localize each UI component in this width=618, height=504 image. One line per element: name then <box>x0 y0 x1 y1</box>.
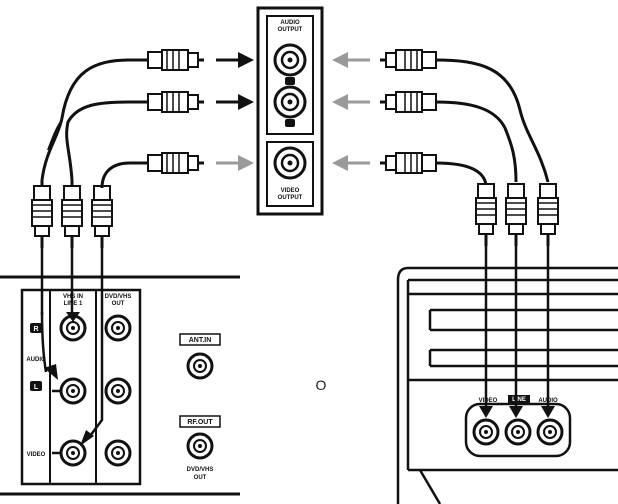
or-separator: O <box>316 377 327 393</box>
audio-output-label-line1: AUDIO <box>280 20 300 26</box>
r-label: R <box>33 326 38 333</box>
rf-out-jack <box>186 432 214 460</box>
tv-plug-audio-r <box>536 182 560 248</box>
dvd-vhs-out-label-line2: OUT <box>112 301 125 307</box>
tv-plug-audio-l <box>504 182 528 248</box>
vhs-in-label-line2: LINE 1 <box>64 301 83 307</box>
audio-l-marker <box>285 119 295 127</box>
l-marker <box>30 381 42 391</box>
left-cable-set <box>40 58 131 189</box>
video-output-jack <box>273 146 307 180</box>
left-arrows <box>216 52 254 171</box>
left-audio-l-plug <box>146 90 206 114</box>
output-panel: AUDIO OUTPUT VIDEO OUTPUT <box>256 6 324 216</box>
audio-l-arrow <box>44 364 58 380</box>
vcr-plug-video <box>90 184 114 250</box>
video-output-label-line1: VIDEO <box>281 188 300 194</box>
dvd-vhs-out-bottom-line2: OUT <box>194 475 207 481</box>
left-video-plug <box>146 151 206 175</box>
tv-video-label: VIDEO <box>479 398 498 404</box>
dvd-vhs-out-audio-l-jack <box>104 377 132 405</box>
tv-audio-l-jack <box>504 418 532 446</box>
dvd-vhs-out-label-line1: DVD/VHS <box>105 294 132 300</box>
vcr-plug-audio-l <box>60 184 84 250</box>
vhs-in-audio-l-jack <box>59 377 87 405</box>
right-cable-set <box>435 58 550 186</box>
ant-in-label: ANT.IN <box>189 337 212 344</box>
tv-audio-r-arrow <box>541 406 555 418</box>
ant-in-jack <box>186 352 214 380</box>
audio-output-r-jack <box>273 43 307 77</box>
audio-label: AUDIO <box>26 357 46 363</box>
tv-line-badge <box>508 395 530 403</box>
audio-r-marker <box>285 77 295 85</box>
tv-plug-video <box>474 182 498 248</box>
video-output-label-line2: OUTPUT <box>278 195 303 201</box>
video-label: VIDEO <box>27 452 46 458</box>
right-audio-l-plug <box>378 90 438 114</box>
dvd-vhs-out-audio-r-jack <box>104 314 132 342</box>
right-arrows <box>332 52 370 171</box>
tv-audio-l-arrow <box>509 406 523 418</box>
audio-output-label-line2: OUTPUT <box>278 27 303 33</box>
dvd-vhs-out-bottom-line1: DVD/VHS <box>187 467 214 473</box>
l-label: L <box>34 384 39 391</box>
tv-line-label: LINE <box>512 397 526 403</box>
vcr-rear-panel: VHS IN LINE 1 DVD/VHS OUT R AUDIO L VIDE… <box>0 248 240 496</box>
vcr-plug-audio-r <box>30 184 54 250</box>
dvd-vhs-out-video-jack <box>104 439 132 467</box>
tv-video-arrow <box>479 406 493 418</box>
rf-out-label: RF.OUT <box>187 419 213 426</box>
left-audio-r-plug <box>146 48 206 72</box>
tv-video-jack <box>472 418 500 446</box>
right-video-plug <box>378 151 438 175</box>
tv-front-panel <box>396 266 618 504</box>
right-audio-r-plug <box>378 48 438 72</box>
audio-output-l-jack <box>273 85 307 119</box>
r-marker <box>30 323 42 333</box>
tv-audio-r-jack <box>536 418 564 446</box>
video-arrow <box>80 430 94 446</box>
